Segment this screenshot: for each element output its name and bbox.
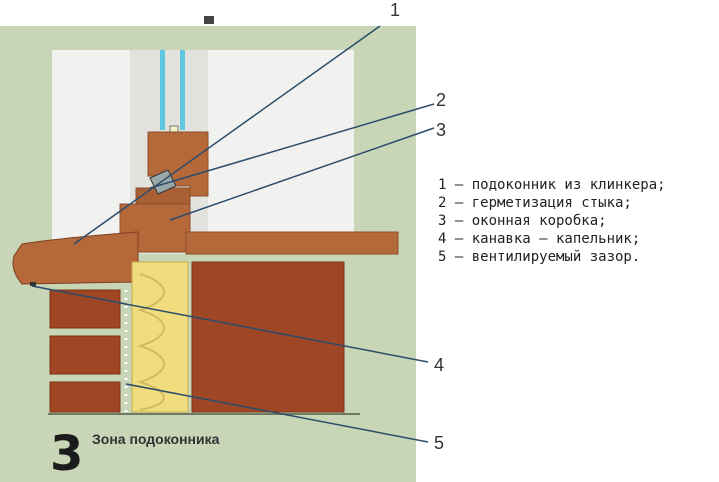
leader-line-1 — [73, 25, 381, 245]
legend-list: 1 – подоконник из клинкера; 2 – герметиз… — [438, 176, 666, 266]
interior-sill-board — [185, 231, 399, 255]
caption-text: Зона подоконника — [92, 431, 220, 447]
drip-groove — [30, 282, 36, 286]
leader-line-2 — [149, 103, 435, 189]
callout-1: 1 — [390, 0, 400, 20]
legend-item-2: 2 – герметизация стыка; — [438, 195, 632, 211]
top-mark — [204, 16, 214, 24]
callout-3: 3 — [436, 120, 446, 140]
legend-item-5: 5 – вентилируемый зазор. — [438, 249, 641, 265]
facade-brick-2 — [49, 335, 121, 375]
legend-item-3: 3 – оконная коробка; — [438, 213, 607, 229]
facade-brick-3 — [49, 381, 121, 413]
callout-4: 4 — [434, 355, 444, 375]
legend-item-1: 1 – подоконник из клинкера; — [438, 177, 666, 193]
leader-line-5 — [125, 383, 429, 443]
callout-5: 5 — [434, 433, 444, 453]
glass-pane-left — [160, 50, 165, 130]
callout-2: 2 — [436, 90, 446, 110]
clinker-sill — [12, 231, 139, 285]
glass-pane-right — [180, 50, 185, 130]
legend-item-4: 4 – канавка – капельник; — [438, 231, 641, 247]
caption-number: 3 — [50, 426, 83, 482]
inner-brick-wall — [191, 261, 345, 413]
leader-line-3 — [169, 127, 435, 221]
leader-line-4 — [31, 285, 429, 363]
